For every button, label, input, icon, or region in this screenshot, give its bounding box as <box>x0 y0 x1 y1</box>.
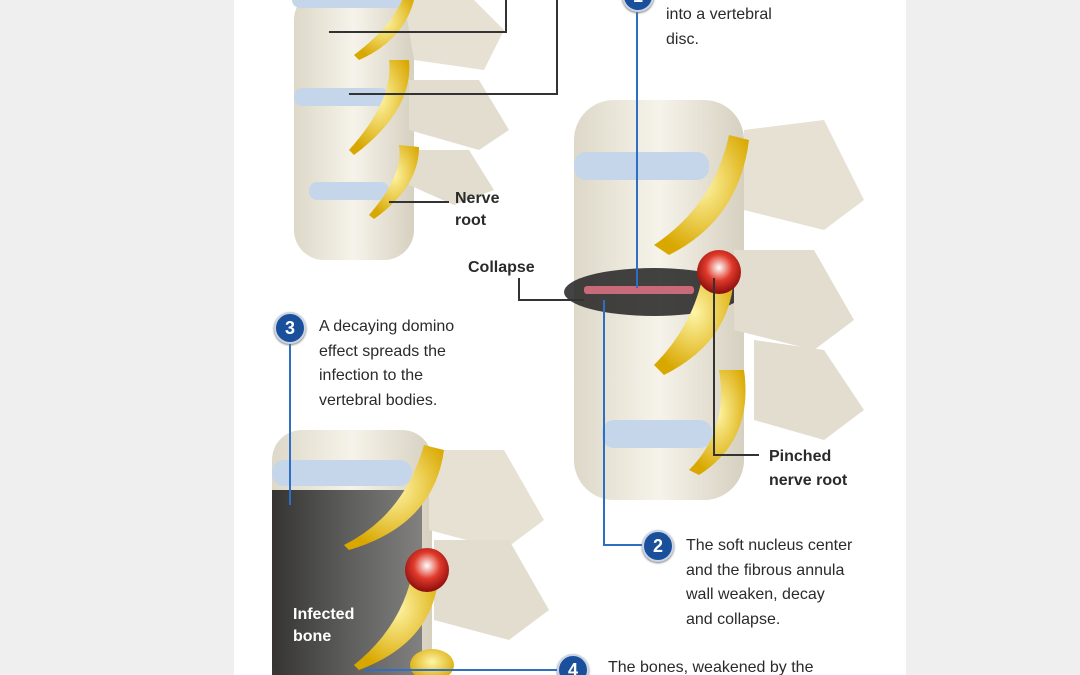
lower-spine-segment <box>272 430 549 675</box>
step-3-line: A decaying domino <box>319 318 455 335</box>
middle-spine-segment <box>564 100 864 500</box>
upper-spine-segment <box>292 0 509 260</box>
step-4-badge: 4 <box>557 654 589 675</box>
infected-bone-line: bone <box>293 628 332 645</box>
step-1-line: disc. <box>666 30 699 48</box>
step-2-line: The soft nucleus center <box>686 537 853 554</box>
step-2-text: The soft nucleus center and the fibrous … <box>686 534 852 632</box>
step-1-line: into a vertebral <box>666 6 772 23</box>
step-4-text: The bones, weakened by the <box>608 656 813 675</box>
step-3-text: A decaying domino effect spreads the inf… <box>319 315 454 413</box>
step-3-line: vertebral bodies. <box>319 391 438 409</box>
step-2-line: and the fibrous annula <box>686 561 845 579</box>
spine-infection-illustration: 1 into a vertebral disc. Nerve root Coll… <box>234 0 906 675</box>
step-3-badge: 3 <box>274 312 306 344</box>
nerve-root-label-line: root <box>455 212 487 229</box>
step-2-line: and collapse. <box>686 610 781 628</box>
spine-drawing <box>272 0 864 675</box>
step-2-badge: 2 <box>642 530 674 562</box>
infected-bone-label: Infected bone <box>293 604 354 648</box>
nerve-root-label-line: Nerve <box>455 190 500 207</box>
pinched-nerve-root-line: nerve root <box>769 472 848 489</box>
step-3-line: infection to the <box>319 367 424 384</box>
pinched-nerve-root-label: Pinched nerve root <box>769 445 847 493</box>
step-connector-lines <box>289 10 644 671</box>
infected-bone-line: Infected <box>293 606 355 623</box>
nerve-root-label: Nerve root <box>455 188 499 232</box>
step-2-line: wall weaken, decay <box>686 586 825 603</box>
leader-lines <box>329 0 759 456</box>
collapse-label: Collapse <box>468 259 535 276</box>
step-3-line: effect spreads the <box>319 342 446 360</box>
step-4-line: The bones, weakened by the <box>608 659 814 675</box>
step-1-text: into a vertebral disc. <box>666 3 772 52</box>
pinched-nerve-root-line: Pinched <box>769 448 832 465</box>
